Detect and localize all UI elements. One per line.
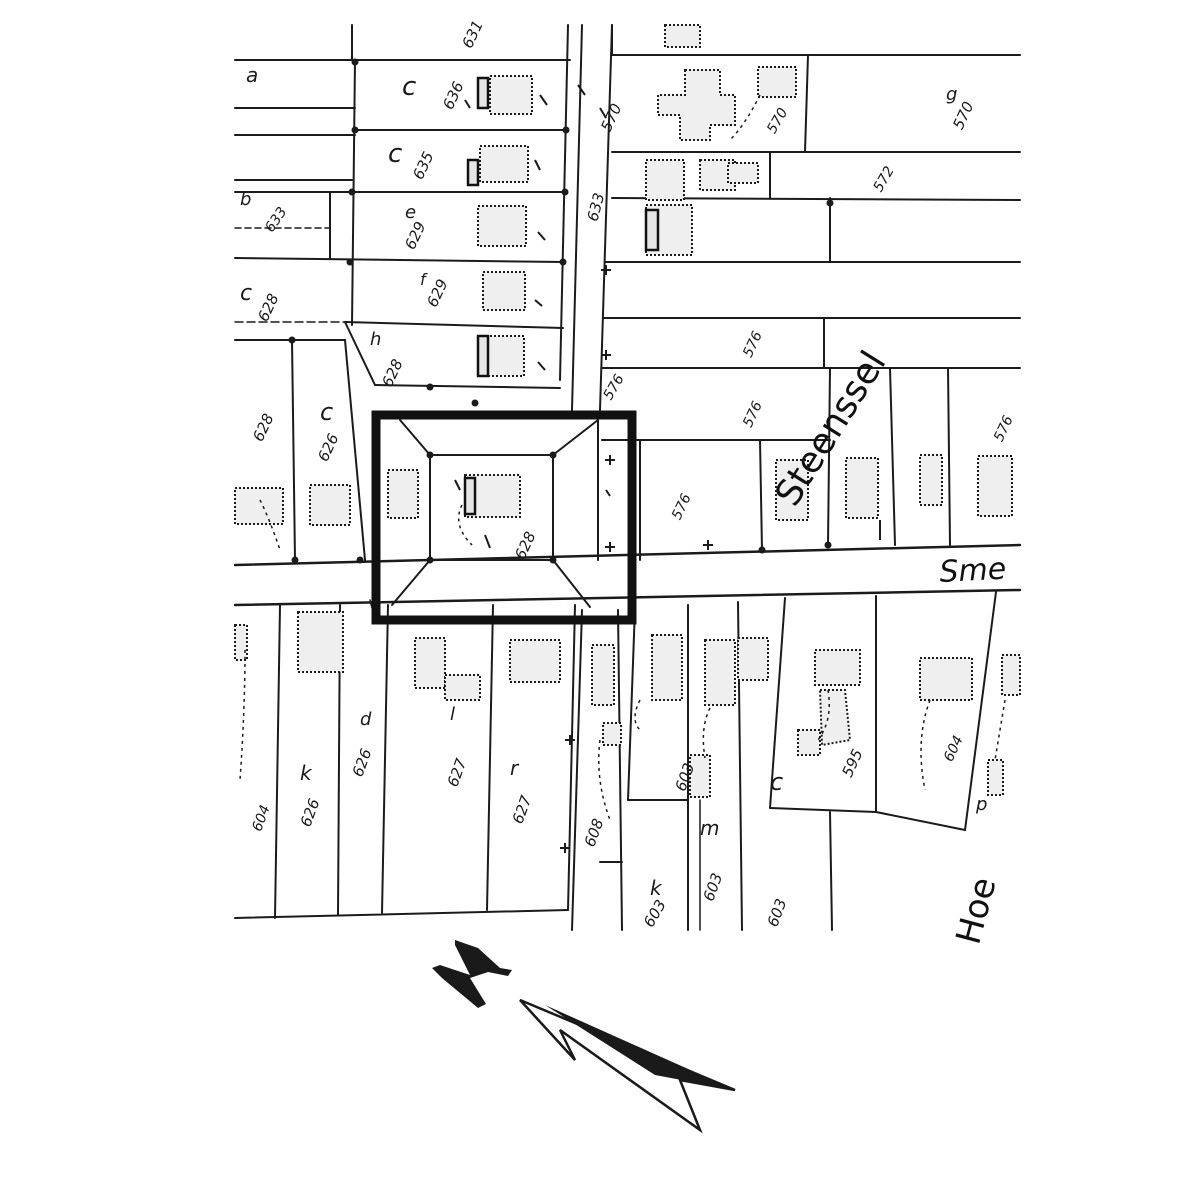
section-letters: c c c c c a b e f g h k k l m p r d: [240, 63, 987, 900]
parcel-label: 576: [740, 329, 766, 360]
parcel-label: 629: [401, 219, 429, 253]
parcel-label: 628: [254, 291, 282, 325]
section-letter: b: [240, 189, 251, 210]
parcel-label: 604: [941, 733, 967, 764]
parcel-label: 570: [597, 101, 625, 135]
parcel-label: 576: [740, 399, 766, 430]
north-arrow-icon: [432, 940, 736, 1134]
parcel-label: 633: [584, 191, 609, 223]
section-letter: c: [240, 281, 252, 306]
section-letter: r: [510, 756, 520, 780]
section-letter: f: [420, 270, 428, 289]
dotted-lines: [239, 94, 1006, 821]
parcel-label: 626: [297, 796, 324, 829]
parcel-lines-north-east: [601, 24, 1021, 561]
section-letter: c: [388, 139, 402, 169]
parcel-label: 576: [669, 491, 695, 522]
parcel-label: 570: [764, 105, 791, 136]
section-letter: a: [246, 63, 258, 87]
parcel-label: 576: [991, 413, 1017, 444]
lane-lines: [571, 24, 623, 931]
street-name-hoeven: Hoe: [949, 873, 1005, 948]
parcel-label: 603: [640, 897, 670, 931]
parcel-label: 627: [444, 756, 471, 789]
section-letter: c: [770, 768, 783, 796]
parcel-label: 608: [581, 816, 608, 849]
section-letter: l: [450, 704, 455, 725]
highlight-box: [371, 410, 637, 625]
parcel-lines-south: [234, 591, 997, 931]
parcel-label: 595: [838, 746, 866, 780]
section-letter: k: [300, 761, 313, 785]
parcel-label: 603: [764, 896, 791, 929]
section-letter: e: [405, 202, 416, 223]
parcel-label: 628: [249, 411, 277, 445]
parcel-label: 627: [509, 793, 536, 826]
parcel-label: 576: [601, 372, 628, 403]
parcel-label: 631: [458, 17, 486, 51]
section-letter: p: [975, 794, 987, 815]
parcel-label: 603: [700, 871, 727, 904]
street-name-smeulven: Sme: [939, 552, 1007, 590]
section-letter: c: [320, 398, 333, 426]
section-letter: h: [370, 329, 381, 350]
parcel-label: 604: [250, 803, 274, 834]
parcel-label: 635: [409, 149, 437, 183]
section-letter: d: [360, 709, 372, 730]
parcel-label: 572: [871, 164, 898, 195]
tick-marks: [454, 84, 881, 853]
section-letter: k: [650, 876, 663, 900]
buildings: [234, 24, 1021, 798]
parcel-label: 626: [349, 746, 376, 779]
parcel-label: 636: [439, 79, 467, 113]
section-letter: c: [402, 72, 416, 102]
parcel-label: 629: [423, 276, 451, 310]
section-letter: m: [700, 816, 719, 840]
parcel-label: 626: [314, 431, 342, 465]
parcel-label: 633: [262, 204, 290, 235]
section-letter: g: [946, 84, 957, 105]
